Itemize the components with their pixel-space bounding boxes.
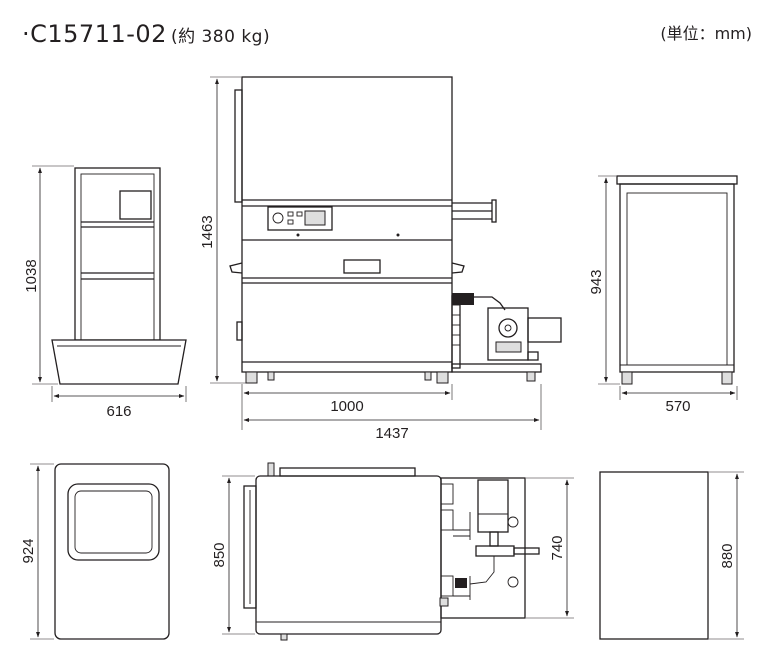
dim-top-right-depth: 880 [719,543,736,568]
side-view-left: 1038 616 [23,165,187,420]
top-view-main: 850 740 [211,462,574,641]
model-weight: (約 380 kg) [170,27,271,47]
dim-front-total-width: 1437 [375,425,408,442]
top-view-left: 924 [20,463,170,640]
dim-top-main-depth: 850 [211,542,228,567]
dim-top-aux-depth: 740 [549,535,566,560]
side-view-right: 943 570 [588,175,738,415]
model-number: ·C15711-02 [22,20,167,48]
front-view: 1463 1000 1437 [199,76,562,442]
dim-top-left-depth: 924 [20,538,37,563]
dim-side-right-width: 570 [665,398,690,415]
dim-front-height: 1463 [199,215,216,248]
dim-side-right-height: 943 [588,269,605,294]
model-title: ·C15711-02(約 380 kg) [22,20,270,48]
top-view-right: 880 [599,471,744,640]
unit-label: (単位：mm) [660,24,752,43]
dim-side-left-height: 1038 [23,259,40,292]
dim-side-left-width: 616 [106,403,131,420]
dim-front-body-width: 1000 [330,398,363,415]
